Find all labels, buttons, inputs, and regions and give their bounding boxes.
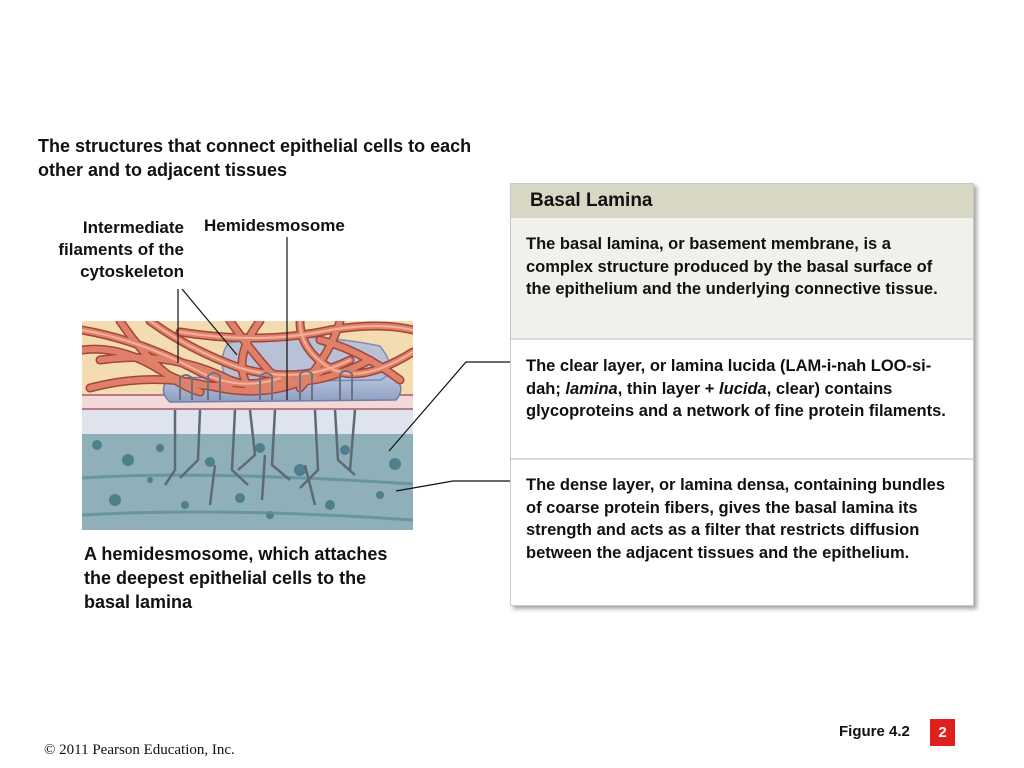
section-basal-lamina-text: The basal lamina, or basement membrane, … (526, 235, 938, 298)
figure-label: Figure 4.2 (839, 723, 910, 740)
lucida-text-part2: , thin layer + (617, 379, 720, 398)
section-lamina-densa-text: The dense layer, or lamina densa, contai… (526, 476, 946, 562)
intermediate-filaments (82, 321, 413, 397)
section-basal-lamina: The basal lamina, or basement membrane, … (511, 218, 973, 340)
diagram-heading: The structures that connect epithelial c… (38, 136, 472, 180)
section-lamina-lucida: The clear layer, or lamina lucida (LAM-i… (511, 340, 973, 460)
leader-line-lamina-lucida (388, 361, 510, 452)
figure-step-badge: 2 (930, 719, 955, 746)
section-lamina-lucida-text: The clear layer, or lamina lucida (LAM-i… (526, 355, 958, 423)
basal-lamina-panel: Basal Lamina The basal lamina, or baseme… (510, 183, 974, 606)
panel-header: Basal Lamina (511, 184, 973, 218)
leader-line-filaments-2 (181, 288, 238, 356)
lucida-text-part3: , clear) contains glycoproteins and a ne… (526, 379, 946, 421)
panel-title: Basal Lamina (530, 190, 653, 211)
leader-lines (177, 237, 510, 492)
lucida-term-lamina: lamina (565, 379, 618, 398)
anchoring-loops (179, 370, 353, 400)
illustration-body (82, 321, 413, 530)
label-hemidesmosome: Hemidesmosome (204, 216, 345, 235)
lucida-term-lucida: lucida (719, 379, 767, 398)
copyright-notice: © 2011 Pearson Education, Inc. (44, 742, 235, 758)
lucida-text-part1: The clear layer, or lamina lucida (LAM-i… (526, 357, 932, 398)
lamina-lucida (82, 410, 413, 434)
label-intermediate-filaments: Intermediate filaments of the cytoskelet… (58, 218, 184, 281)
leader-line-lamina-densa (395, 480, 510, 492)
section-lamina-densa: The dense layer, or lamina densa, contai… (511, 460, 973, 605)
illustration-caption: A hemidesmosome, which attaches the deep… (84, 544, 388, 612)
anchoring-filaments (163, 409, 357, 506)
